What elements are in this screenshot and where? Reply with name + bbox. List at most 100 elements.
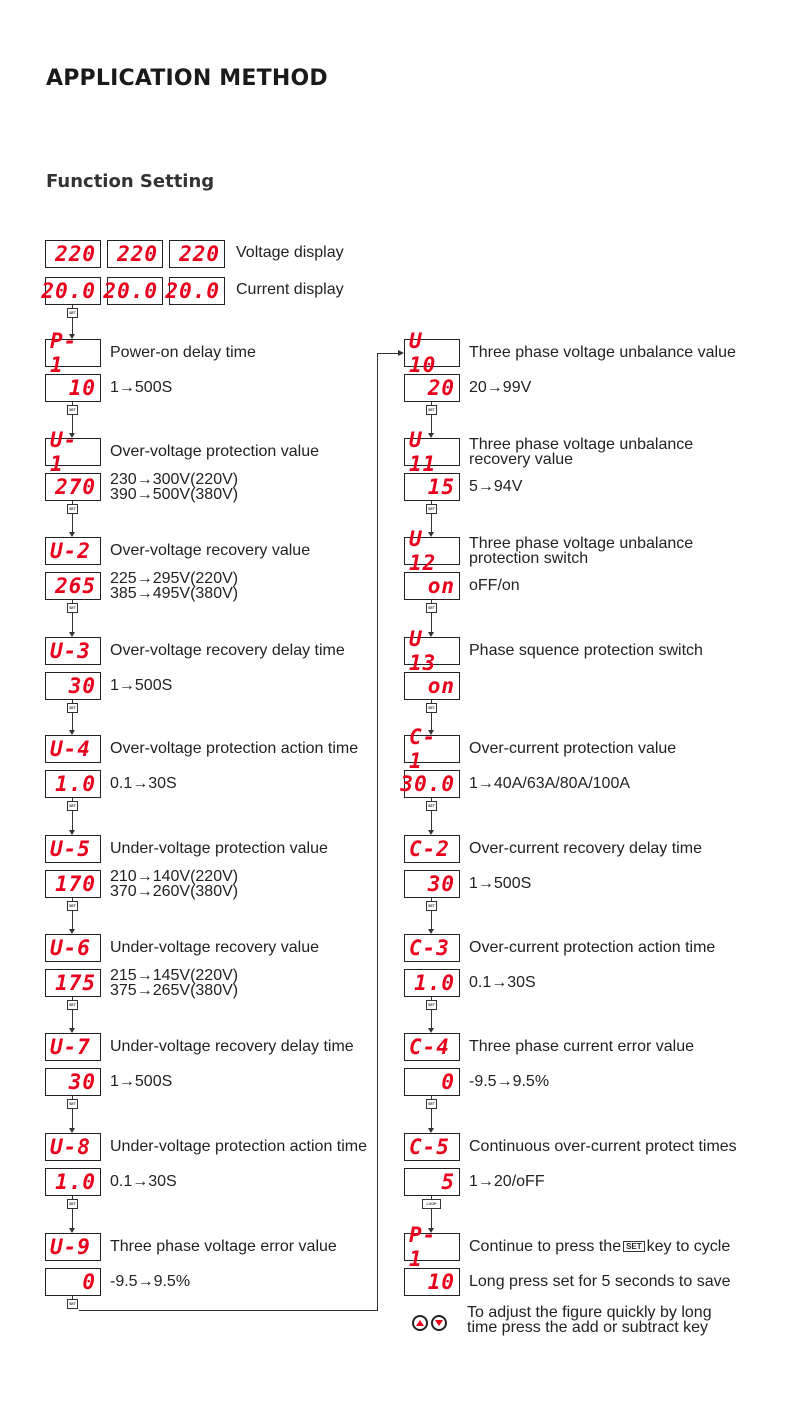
parameter-range: 1→40A/63A/80A/100A	[469, 775, 631, 792]
parameter-label: Under-voltage protection value	[110, 840, 328, 857]
flow-line	[431, 700, 432, 703]
parameter-range: 210→140V(220V)370→260V(380V)	[110, 868, 239, 900]
code-display-u10: U 10	[404, 329, 460, 377]
parameter-label: Under-voltage recovery value	[110, 939, 319, 956]
parameter-label: Over-voltage protection action time	[110, 740, 359, 757]
code-display-u12: U 12	[404, 527, 460, 575]
flow-line	[72, 811, 73, 830]
parameter-label: Over-voltage recovery delay time	[110, 642, 345, 659]
value-display: 30	[45, 672, 101, 700]
arrow-down-icon	[69, 730, 75, 735]
code-display-u-3: U-3	[45, 637, 101, 665]
up-arrow-button-icon	[412, 1315, 428, 1331]
set-key-icon: SET	[67, 703, 78, 713]
value-display: 5	[404, 1168, 460, 1196]
flow-line	[72, 997, 73, 1000]
parameter-label: Over-voltage protection value	[110, 443, 319, 460]
set-key-icon: SET	[426, 405, 437, 415]
arrow-down-icon	[69, 830, 75, 835]
flow-line	[431, 997, 432, 1000]
arrow-down-icon	[69, 532, 75, 537]
parameter-label: Over-current protection value	[469, 740, 677, 757]
set-key-icon: SET	[426, 603, 437, 613]
voltage-display-1: 220	[45, 240, 101, 268]
page-title: APPLICATION METHOD	[46, 66, 328, 91]
voltage-display-2: 220	[107, 240, 163, 268]
code-display-u-5: U-5	[45, 835, 101, 863]
set-key-icon: SET	[67, 1099, 78, 1109]
save-instruction: Long press set for 5 seconds to save	[469, 1273, 731, 1290]
value-display: 1.0	[404, 969, 460, 997]
set-key-icon: SET	[426, 901, 437, 911]
flow-line	[72, 305, 73, 308]
set-key-icon: SET	[67, 1000, 78, 1010]
arrow-down-icon	[428, 632, 434, 637]
value-display: 20	[404, 374, 460, 402]
value-display: 0	[404, 1068, 460, 1096]
code-display-c-2: C-2	[404, 835, 460, 863]
parameter-label: Over-current protection action time	[469, 939, 716, 956]
value-display: on	[404, 672, 460, 700]
set-key-icon: SET	[67, 901, 78, 911]
flow-line	[72, 402, 73, 405]
parameter-label: Under-voltage protection action time	[110, 1138, 368, 1155]
parameter-label: Power-on delay time	[110, 344, 256, 361]
value-display: 1.0	[45, 770, 101, 798]
code-display-u-7: U-7	[45, 1033, 101, 1061]
flow-line	[431, 1209, 432, 1228]
flow-line	[431, 514, 432, 532]
parameter-label: Three phase voltage unbalance value	[469, 344, 736, 361]
value-display: 10	[45, 374, 101, 402]
section-subtitle: Function Setting	[46, 171, 215, 192]
set-key-icon: SET	[67, 308, 78, 318]
value-display: 170	[45, 870, 101, 898]
set-key-icon: SET	[426, 1000, 437, 1010]
value-display: 30	[404, 870, 460, 898]
code-display-u11: U 11	[404, 428, 460, 476]
set-key-icon: SET	[426, 504, 437, 514]
value-display: 175	[45, 969, 101, 997]
parameter-label: Under-voltage recovery delay time	[110, 1038, 354, 1055]
flow-line	[72, 514, 73, 532]
down-arrow-button-icon	[431, 1315, 447, 1331]
flow-line	[72, 1096, 73, 1099]
arrow-down-icon	[428, 1128, 434, 1133]
flow-line	[72, 898, 73, 901]
flow-line	[431, 1196, 432, 1199]
voltage-display-3: 220	[169, 240, 225, 268]
parameter-range: 1→500S	[469, 875, 532, 892]
flow-line	[72, 1296, 73, 1299]
flow-line	[431, 613, 432, 632]
arrow-down-icon	[428, 433, 434, 438]
flow-line	[72, 713, 73, 730]
code-display-u-2: U-2	[45, 537, 101, 565]
value-display: 10	[404, 1268, 460, 1296]
parameter-range: 0.1→30S	[469, 974, 536, 991]
current-display-2: 20.0	[103, 277, 163, 305]
arrow-right-icon	[398, 350, 404, 356]
parameter-range: -9.5→9.5%	[469, 1073, 550, 1090]
arrow-down-icon	[428, 532, 434, 537]
flow-line	[72, 415, 73, 433]
parameter-range: -9.5→9.5%	[110, 1273, 191, 1290]
arrow-down-icon	[428, 929, 434, 934]
parameter-range: 215→145V(220V)375→265V(380V)	[110, 967, 239, 999]
current-display-label: Current display	[236, 281, 344, 298]
flow-line	[377, 353, 398, 354]
parameter-label: Over-voltage recovery value	[110, 542, 311, 559]
code-display-c-5: C-5	[404, 1133, 460, 1161]
set-key-icon: SET	[426, 703, 437, 713]
code-display-c-1: C- 1	[404, 725, 460, 773]
flow-line	[72, 1209, 73, 1228]
flow-line	[431, 402, 432, 405]
flow-line	[431, 1096, 432, 1099]
set-key-icon: SET	[623, 1241, 645, 1252]
parameter-range: 0.1→30S	[110, 775, 177, 792]
value-display: 0	[45, 1268, 101, 1296]
set-key-icon: SET	[67, 1199, 78, 1209]
loop-key-icon: LOOP	[422, 1199, 441, 1209]
flow-line	[431, 600, 432, 603]
flow-line	[72, 798, 73, 801]
